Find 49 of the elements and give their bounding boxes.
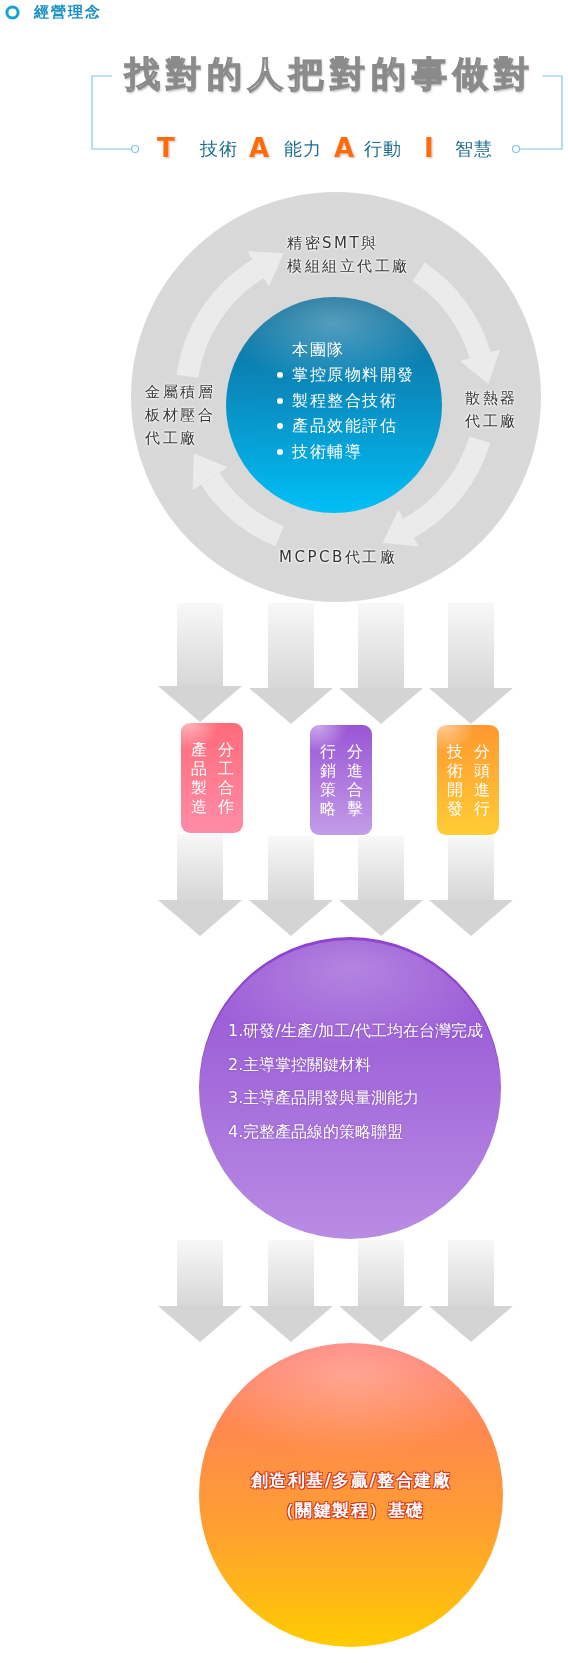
keyword: 行動 xyxy=(364,138,402,160)
list-item: 3.主導產品開發與量測能力 xyxy=(228,1088,420,1108)
block-arrow xyxy=(249,1240,333,1342)
vertical-text: 分工合作 xyxy=(217,740,234,816)
initial-letter: T xyxy=(157,133,175,165)
ring-label: 精密SMT與模組組立代工廠 xyxy=(287,232,410,278)
strategy-card xyxy=(181,723,243,833)
block-arrow xyxy=(158,834,242,936)
vertical-text: 行銷策略 xyxy=(319,742,336,818)
block-arrow xyxy=(339,836,423,936)
vertical-text: 分進合擊 xyxy=(346,742,363,818)
block-arrow xyxy=(429,603,513,724)
ring-label: 散熱器代工廠 xyxy=(465,387,518,433)
ring-label: MCPCB代工廠 xyxy=(279,546,398,569)
strategy-card xyxy=(437,725,499,835)
vertical-text: 產品製造 xyxy=(190,740,207,816)
circle-text: 創造利基/多贏/整合建廠（關鍵製程）基礎 xyxy=(250,1469,452,1522)
list-item: 掌控原物料開發 xyxy=(292,365,415,386)
initial-letter: A xyxy=(249,133,270,165)
curved-arrow xyxy=(192,454,285,547)
block-arrow xyxy=(429,836,513,936)
keyword: 智慧 xyxy=(455,138,493,160)
curved-arrow xyxy=(383,435,491,546)
block-arrow xyxy=(339,1240,423,1342)
list-item: 4.完整產品線的策略聯盟 xyxy=(228,1121,404,1142)
block-arrow xyxy=(158,1240,242,1342)
keyword: 技術 xyxy=(200,138,238,160)
ring-label: 金屬積層板材壓合代工廠 xyxy=(145,381,215,450)
vertical-text: 分頭進行 xyxy=(473,742,490,818)
initial-letter: I xyxy=(424,133,434,165)
block-arrow xyxy=(158,603,242,722)
list-item: 1.研發/生產/加工/代工均在台灣完成 xyxy=(228,1021,484,1041)
section-title: 經營理念 xyxy=(34,3,102,21)
block-arrow xyxy=(339,603,423,724)
list-item: 製程整合技術 xyxy=(292,390,397,411)
strategy-card xyxy=(310,725,372,835)
block-arrow xyxy=(249,603,333,724)
slogan: 找對的人把對的事做對 xyxy=(125,53,535,95)
curved-arrow xyxy=(176,251,283,379)
list-item: 技術輔導 xyxy=(292,441,362,462)
block-arrow xyxy=(249,836,333,936)
curved-arrow xyxy=(412,263,500,384)
block-arrow xyxy=(429,1240,513,1342)
initial-letter: A xyxy=(334,133,355,165)
circle-heading: 本團隊 xyxy=(292,339,345,361)
list-item: 產品效能評估 xyxy=(292,416,397,437)
vertical-text: 技術開發 xyxy=(446,742,463,818)
list-item: 2.主導掌控關鍵材料 xyxy=(228,1054,372,1075)
keyword: 能力 xyxy=(284,138,322,160)
